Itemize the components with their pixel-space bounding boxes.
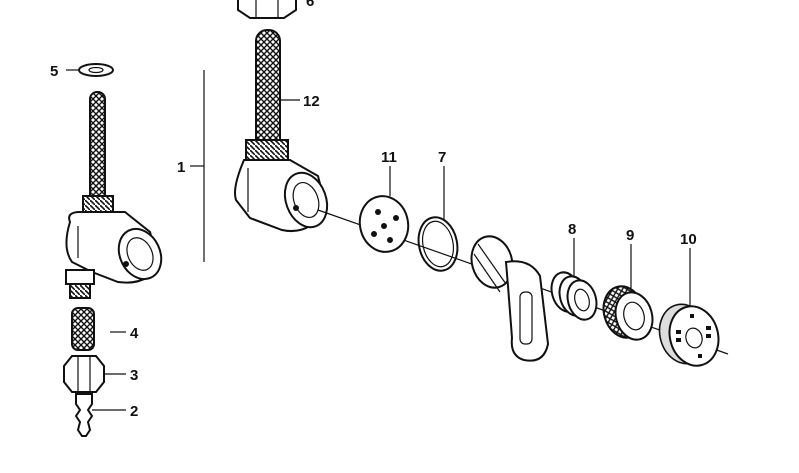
callout-3: 3	[130, 367, 138, 384]
strainer-tube-part-12	[255, 29, 281, 151]
disc-part-11	[358, 195, 410, 253]
assembly-bracket	[190, 70, 205, 262]
cap-part-10	[658, 303, 720, 367]
callout-12: 12	[303, 93, 320, 110]
o-ring-part-7	[417, 216, 459, 272]
ring-part-9	[602, 285, 654, 341]
callout-6: 6	[306, 0, 314, 10]
callout-labels: 1 2 3 4 5 6 7 8 9 10 11 12	[50, 0, 697, 420]
hex-nut-part-3	[63, 355, 105, 393]
spring-part-8	[550, 271, 598, 321]
callout-4: 4	[130, 325, 139, 342]
callout-10: 10	[680, 231, 697, 248]
center-tap-assembly	[234, 0, 329, 232]
filter-part-4	[71, 307, 95, 351]
callout-1: 1	[177, 159, 185, 176]
callout-5: 5	[50, 63, 58, 80]
callout-2: 2	[130, 403, 138, 420]
top-nut-part-6	[237, 0, 297, 19]
leader-lines	[66, 69, 691, 411]
washer-part-5	[78, 63, 114, 77]
callout-9: 9	[626, 227, 634, 244]
callout-8: 8	[568, 221, 576, 238]
hose-nipple-part-2	[74, 393, 94, 437]
strainer-tube	[89, 91, 106, 203]
left-tap-assembly	[65, 63, 163, 299]
callout-7: 7	[438, 149, 446, 166]
callout-11: 11	[381, 149, 397, 166]
valve-lever	[470, 235, 550, 362]
tap-lower-stem	[65, 269, 95, 285]
